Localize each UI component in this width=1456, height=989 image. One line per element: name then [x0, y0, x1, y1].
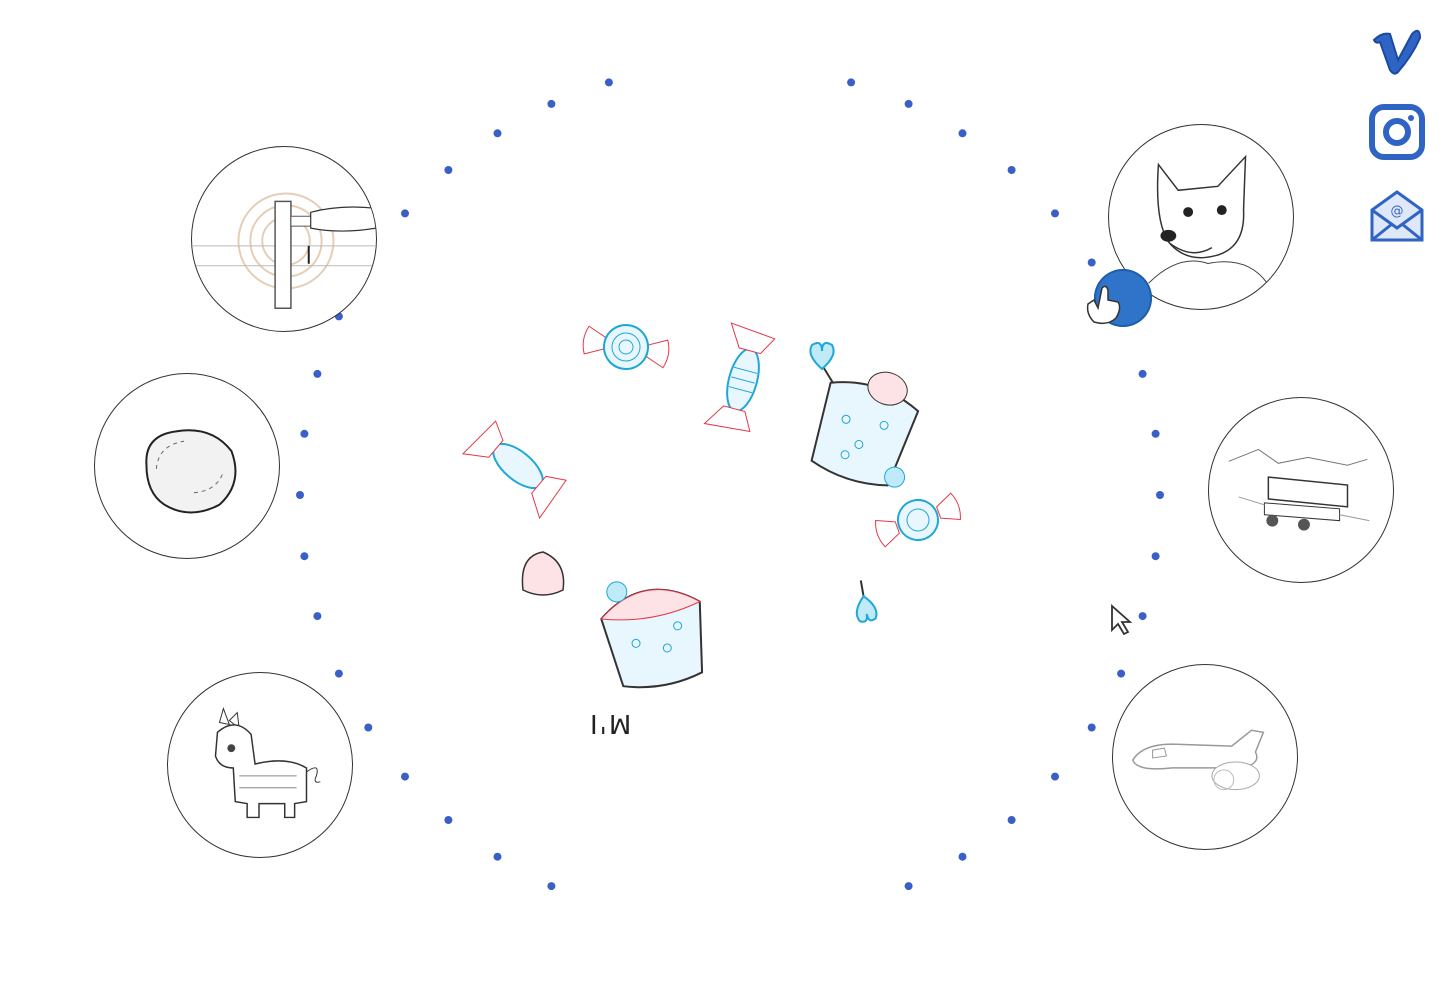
decorative-dot — [847, 78, 856, 87]
decorative-dot — [1007, 816, 1016, 824]
decorative-dot — [958, 129, 967, 138]
decorative-dot — [493, 852, 502, 861]
decorative-dot — [1051, 209, 1059, 218]
decorative-dot — [904, 99, 913, 108]
decorative-dot — [313, 369, 322, 378]
nav-circle-pinata[interactable] — [167, 672, 353, 858]
mouse-cursor-icon — [1111, 604, 1133, 636]
center-handwritten-text: I'M — [590, 708, 634, 738]
hammer-illustration-icon — [192, 192, 376, 309]
decorative-dot — [958, 852, 967, 861]
decorative-dot — [1138, 612, 1147, 621]
decorative-dot — [493, 129, 502, 138]
decorative-dot — [444, 816, 453, 824]
decorative-dot — [1051, 772, 1059, 781]
unicorn-pinata-illustration-icon — [214, 707, 321, 819]
decorative-dot — [1087, 258, 1096, 267]
decorative-dot — [547, 99, 556, 108]
instagram-icon — [1369, 104, 1425, 160]
vimeo-link[interactable] — [1368, 20, 1426, 78]
wrapped-candy-1-icon — [582, 324, 670, 370]
decorative-dot — [296, 491, 304, 499]
decorative-dot — [1007, 166, 1016, 174]
decorative-dot — [1138, 369, 1147, 378]
wolf-illustration-icon — [1148, 154, 1268, 284]
decorative-dot — [300, 552, 309, 561]
email-link[interactable]: @ — [1368, 188, 1426, 246]
stone-illustration-icon — [145, 429, 237, 514]
cupcake-1-icon — [810, 371, 920, 488]
decorative-dot — [1151, 552, 1160, 561]
decorative-dot — [604, 78, 613, 87]
decorative-dot — [444, 166, 453, 174]
gumdrop-icon — [521, 551, 565, 596]
decorative-dot — [904, 882, 913, 891]
nav-circle-plane[interactable] — [1112, 664, 1298, 850]
decorative-dot — [1087, 723, 1096, 732]
decorative-dot — [1117, 669, 1126, 678]
wrapped-candy-2-icon — [703, 322, 776, 433]
decorative-dot — [300, 429, 309, 438]
decorative-dot — [334, 669, 343, 678]
bench-cart-illustration-icon — [1228, 448, 1370, 531]
lollipop-2-icon — [855, 580, 878, 623]
cupcake-2-icon — [600, 581, 704, 689]
airplane-illustration-icon — [1131, 729, 1265, 791]
wrapped-candy-4-icon — [875, 492, 961, 548]
decorative-dot — [401, 209, 409, 218]
vimeo-icon — [1372, 29, 1422, 75]
svg-text:@: @ — [1391, 204, 1404, 219]
nav-circle-hammer[interactable] — [191, 146, 377, 332]
decorative-dot — [1151, 429, 1160, 438]
decorative-dot — [364, 723, 373, 732]
decorative-dot — [313, 612, 322, 621]
email-envelope-icon: @ — [1370, 190, 1424, 242]
nav-circle-bench[interactable] — [1208, 397, 1394, 583]
instagram-link[interactable] — [1368, 103, 1426, 161]
wrapped-candy-3-icon — [461, 420, 567, 520]
nav-circle-stone[interactable] — [94, 373, 280, 559]
decorative-dot — [401, 772, 409, 781]
hand-pointer-icon — [1086, 285, 1121, 325]
decorative-dot — [1156, 491, 1164, 499]
decorative-dot — [547, 882, 556, 891]
